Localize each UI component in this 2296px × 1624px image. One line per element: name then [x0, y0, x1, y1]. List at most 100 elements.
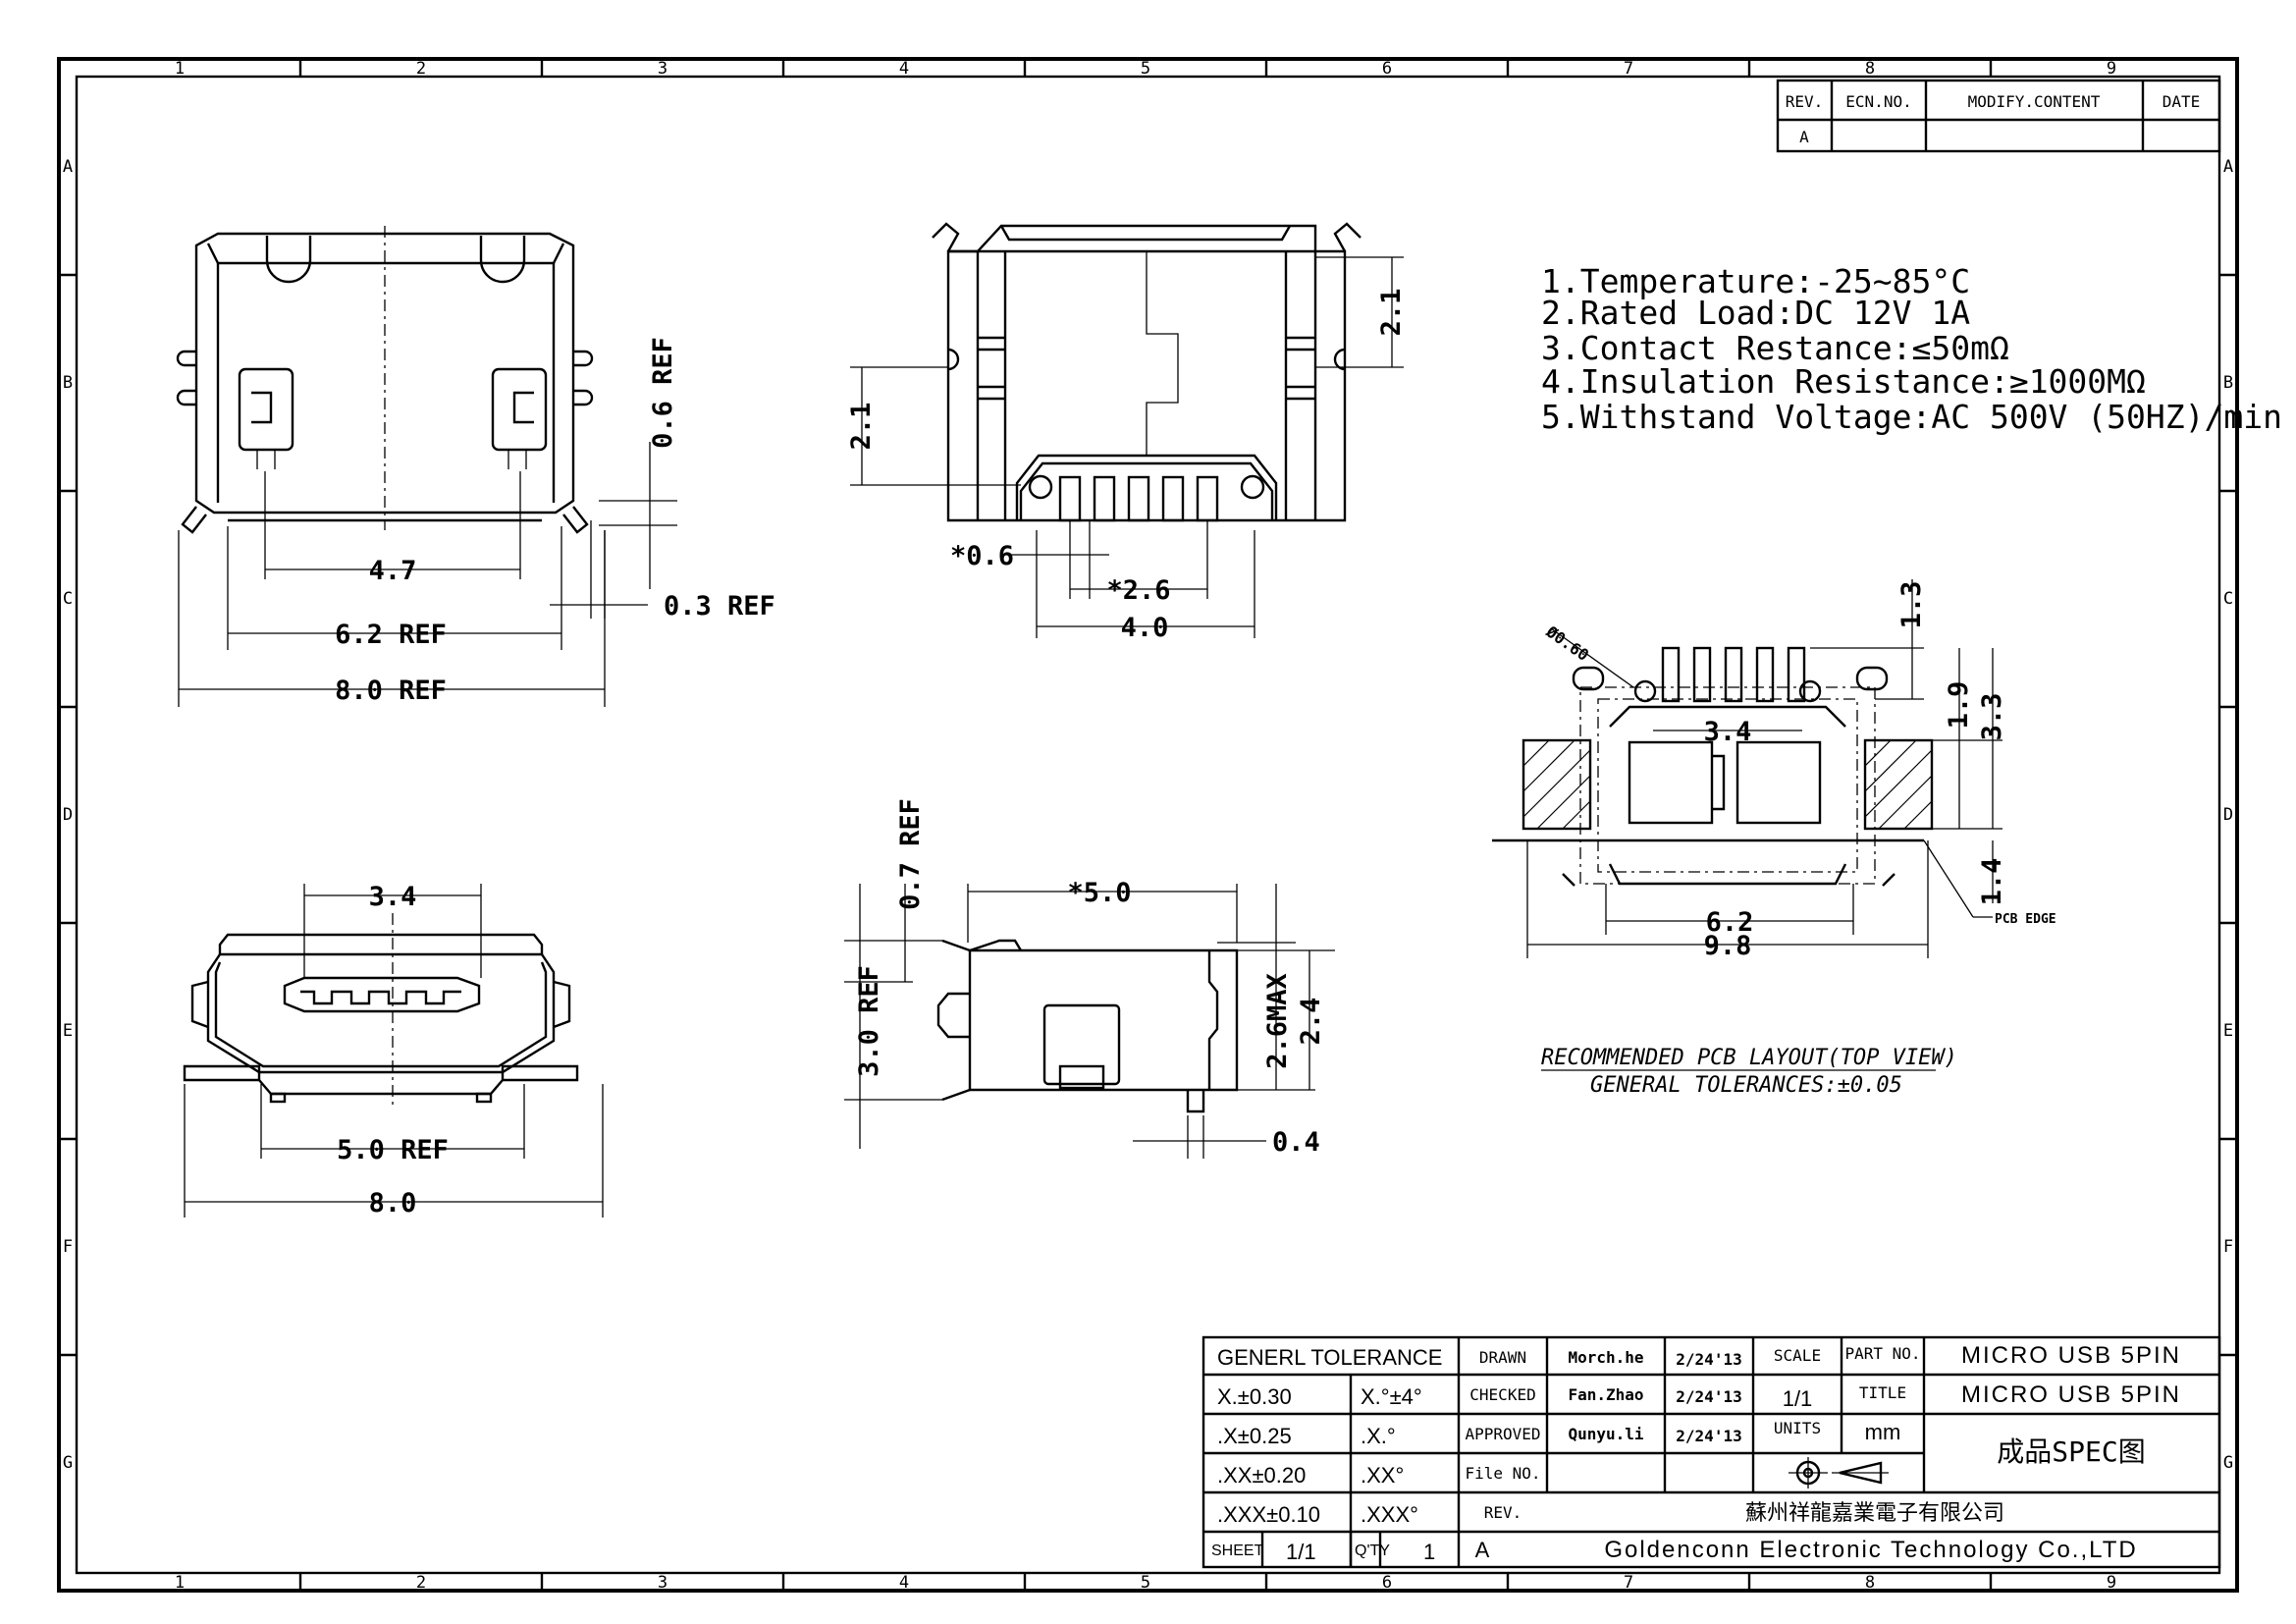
zone-row-label: G [63, 1453, 73, 1473]
projection-symbol-icon [1789, 1457, 1889, 1489]
zone-row-label: C [63, 589, 73, 609]
tolerance-linear: .X±0.25 [1217, 1424, 1292, 1448]
dim-label: 2.4 [1296, 998, 1326, 1046]
tolerance-linear: .XXX±0.10 [1217, 1502, 1320, 1527]
drawn-date: 2/24'13 [1676, 1350, 1741, 1369]
rev-label: REV. [1484, 1503, 1522, 1522]
pcb-edge-label: PCB EDGE [1995, 912, 2056, 927]
drawn-by: Morch.he [1568, 1348, 1643, 1367]
zone-col-label: 4 [899, 1573, 909, 1593]
tolerance-angular: .XX° [1361, 1463, 1404, 1488]
title-block: GENERL TOLERANCE X.±0.30 X.°±4° .X±0.25 … [1201, 1335, 2221, 1569]
dim-label: *0.6 [950, 541, 1014, 571]
scale-value: 1/1 [1783, 1386, 1813, 1411]
checked-by: Fan.Zhao [1568, 1385, 1643, 1404]
approved-by: Qunyu.li [1568, 1425, 1643, 1443]
document-name: 成品SPEC图 [1997, 1435, 2145, 1468]
dim-label: 3.4 [1704, 717, 1752, 747]
dim-label: 1.3 [1896, 581, 1927, 629]
zone-col-label: 6 [1382, 59, 1392, 79]
dim-label: 5.0 REF [337, 1135, 449, 1165]
zone-row-label: C [2223, 589, 2233, 609]
dim-label: 0.4 [1272, 1127, 1320, 1158]
zone-col-label: 7 [1624, 59, 1633, 79]
dim-label: 3.0 REF [854, 965, 884, 1077]
outer-frame [57, 57, 2239, 1593]
zone-row-label: E [2223, 1021, 2233, 1041]
inner-frame [75, 75, 2221, 1575]
zone-row-label: B [2223, 373, 2233, 393]
spec-item: 3.Contact Restance:≤50mΩ [1541, 329, 2009, 367]
zone-row-label: G [2223, 1453, 2233, 1473]
zone-col-label: 2 [416, 59, 426, 79]
pcb-caption-title: RECOMMENDED PCB LAYOUT(TOP VIEW) [1541, 1046, 1957, 1070]
zone-col-label: 4 [899, 59, 909, 79]
dim-label: 0.3 REF [664, 591, 775, 622]
checked-label: CHECKED [1469, 1385, 1535, 1404]
zone-col-label: 9 [2107, 1573, 2116, 1593]
dim-label: 2.6MAX [1262, 973, 1293, 1069]
date-header: DATE [2163, 92, 2201, 111]
dim-label: 9.8 [1704, 931, 1752, 961]
dim-label: 2.1 [846, 403, 877, 451]
checked-date: 2/24'13 [1676, 1387, 1741, 1406]
dim-label: 0.6 REF [648, 337, 678, 449]
rev-value: A [1475, 1538, 1490, 1562]
zone-row-label: F [63, 1237, 73, 1257]
units-label: UNITS [1774, 1419, 1821, 1437]
dim-label: 4.7 [369, 556, 417, 586]
zone-row-label: D [2223, 805, 2233, 825]
zone-row-label: A [2223, 157, 2233, 177]
spec-item: 5.Withstand Voltage:AC 500V (50HZ)/min [1541, 398, 2282, 436]
tolerance-angular: X.°±4° [1361, 1384, 1422, 1409]
tolerance-linear: X.±0.30 [1217, 1384, 1292, 1409]
zone-ticks [59, 59, 2237, 1591]
dim-label: *5.0 [1067, 878, 1131, 908]
zone-row-label: E [63, 1021, 73, 1041]
sheet-label: SHEET [1211, 1543, 1264, 1559]
zone-col-label: 8 [1865, 1573, 1875, 1593]
dim-label: 2.1 [1376, 289, 1407, 337]
approved-date: 2/24'13 [1676, 1427, 1741, 1445]
top-view: 4.7 6.2 REF 8.0 REF 0.3 REF 0.6 REF [176, 226, 775, 707]
zone-row-label: F [2223, 1237, 2233, 1257]
general-tolerance-label: GENERL TOLERANCE [1217, 1345, 1442, 1370]
zone-row-label: D [63, 805, 73, 825]
qty-label: Q'TY [1355, 1543, 1390, 1559]
sheet-value: 1/1 [1286, 1540, 1316, 1564]
tolerance-angular: .X.° [1361, 1424, 1396, 1448]
tolerance-angular: .XXX° [1361, 1502, 1418, 1527]
dim-label: 8.0 REF [335, 676, 447, 706]
drawing-title: MICRO USB 5PIN [1961, 1381, 2181, 1408]
dim-label: 1.4 [1977, 858, 2007, 906]
zone-row-label: A [63, 157, 73, 177]
modify-content-header: MODIFY.CONTENT [1968, 92, 2101, 111]
ecn-header: ECN.NO. [1845, 92, 1911, 111]
company-name-cn: 蘇州祥龍嘉業電子有限公司 [1745, 1501, 2004, 1526]
dim-label: Ø0.60 [1542, 622, 1592, 665]
spec-item: 4.Insulation Resistance:≥1000MΩ [1541, 362, 2146, 401]
spec-item: 1.Temperature:-25~85°C [1541, 262, 1970, 300]
units-value: mm [1865, 1420, 1901, 1444]
zone-row-label: B [63, 373, 73, 393]
title-label: TITLE [1859, 1383, 1906, 1402]
pcb-caption-tolerance: GENERAL TOLERANCES:±0.05 [1590, 1073, 1902, 1098]
dim-label: 6.2 REF [335, 620, 447, 650]
front-view: 3.4 5.0 REF 8.0 [183, 882, 604, 1218]
qty-value: 1 [1423, 1540, 1435, 1564]
spec-list: 1.Temperature:-25~85°C 2.Rated Load:DC 1… [1541, 262, 2282, 436]
back-view: 2.1 2.1 *0.6 *2.6 4.0 [846, 222, 1407, 643]
dim-label: 3.4 [369, 882, 417, 912]
scale-label: SCALE [1774, 1346, 1821, 1365]
revision-table: REV. ECN.NO. MODIFY.CONTENT DATE A [1776, 79, 2221, 153]
zone-col-label: 2 [416, 1573, 426, 1593]
rev-header: REV. [1786, 92, 1824, 111]
dim-label: 8.0 [369, 1188, 417, 1218]
dim-label: 0.7 REF [895, 798, 926, 910]
spec-item: 2.Rated Load:DC 12V 1A [1541, 294, 1970, 332]
side-view: *5.0 0.7 REF 3.0 REF 2.6MAX 2.4 0.4 [844, 798, 1335, 1159]
zone-col-label: 3 [658, 1573, 667, 1593]
zone-col-label: 7 [1624, 1573, 1633, 1593]
part-no-label: PART NO. [1844, 1344, 1920, 1363]
